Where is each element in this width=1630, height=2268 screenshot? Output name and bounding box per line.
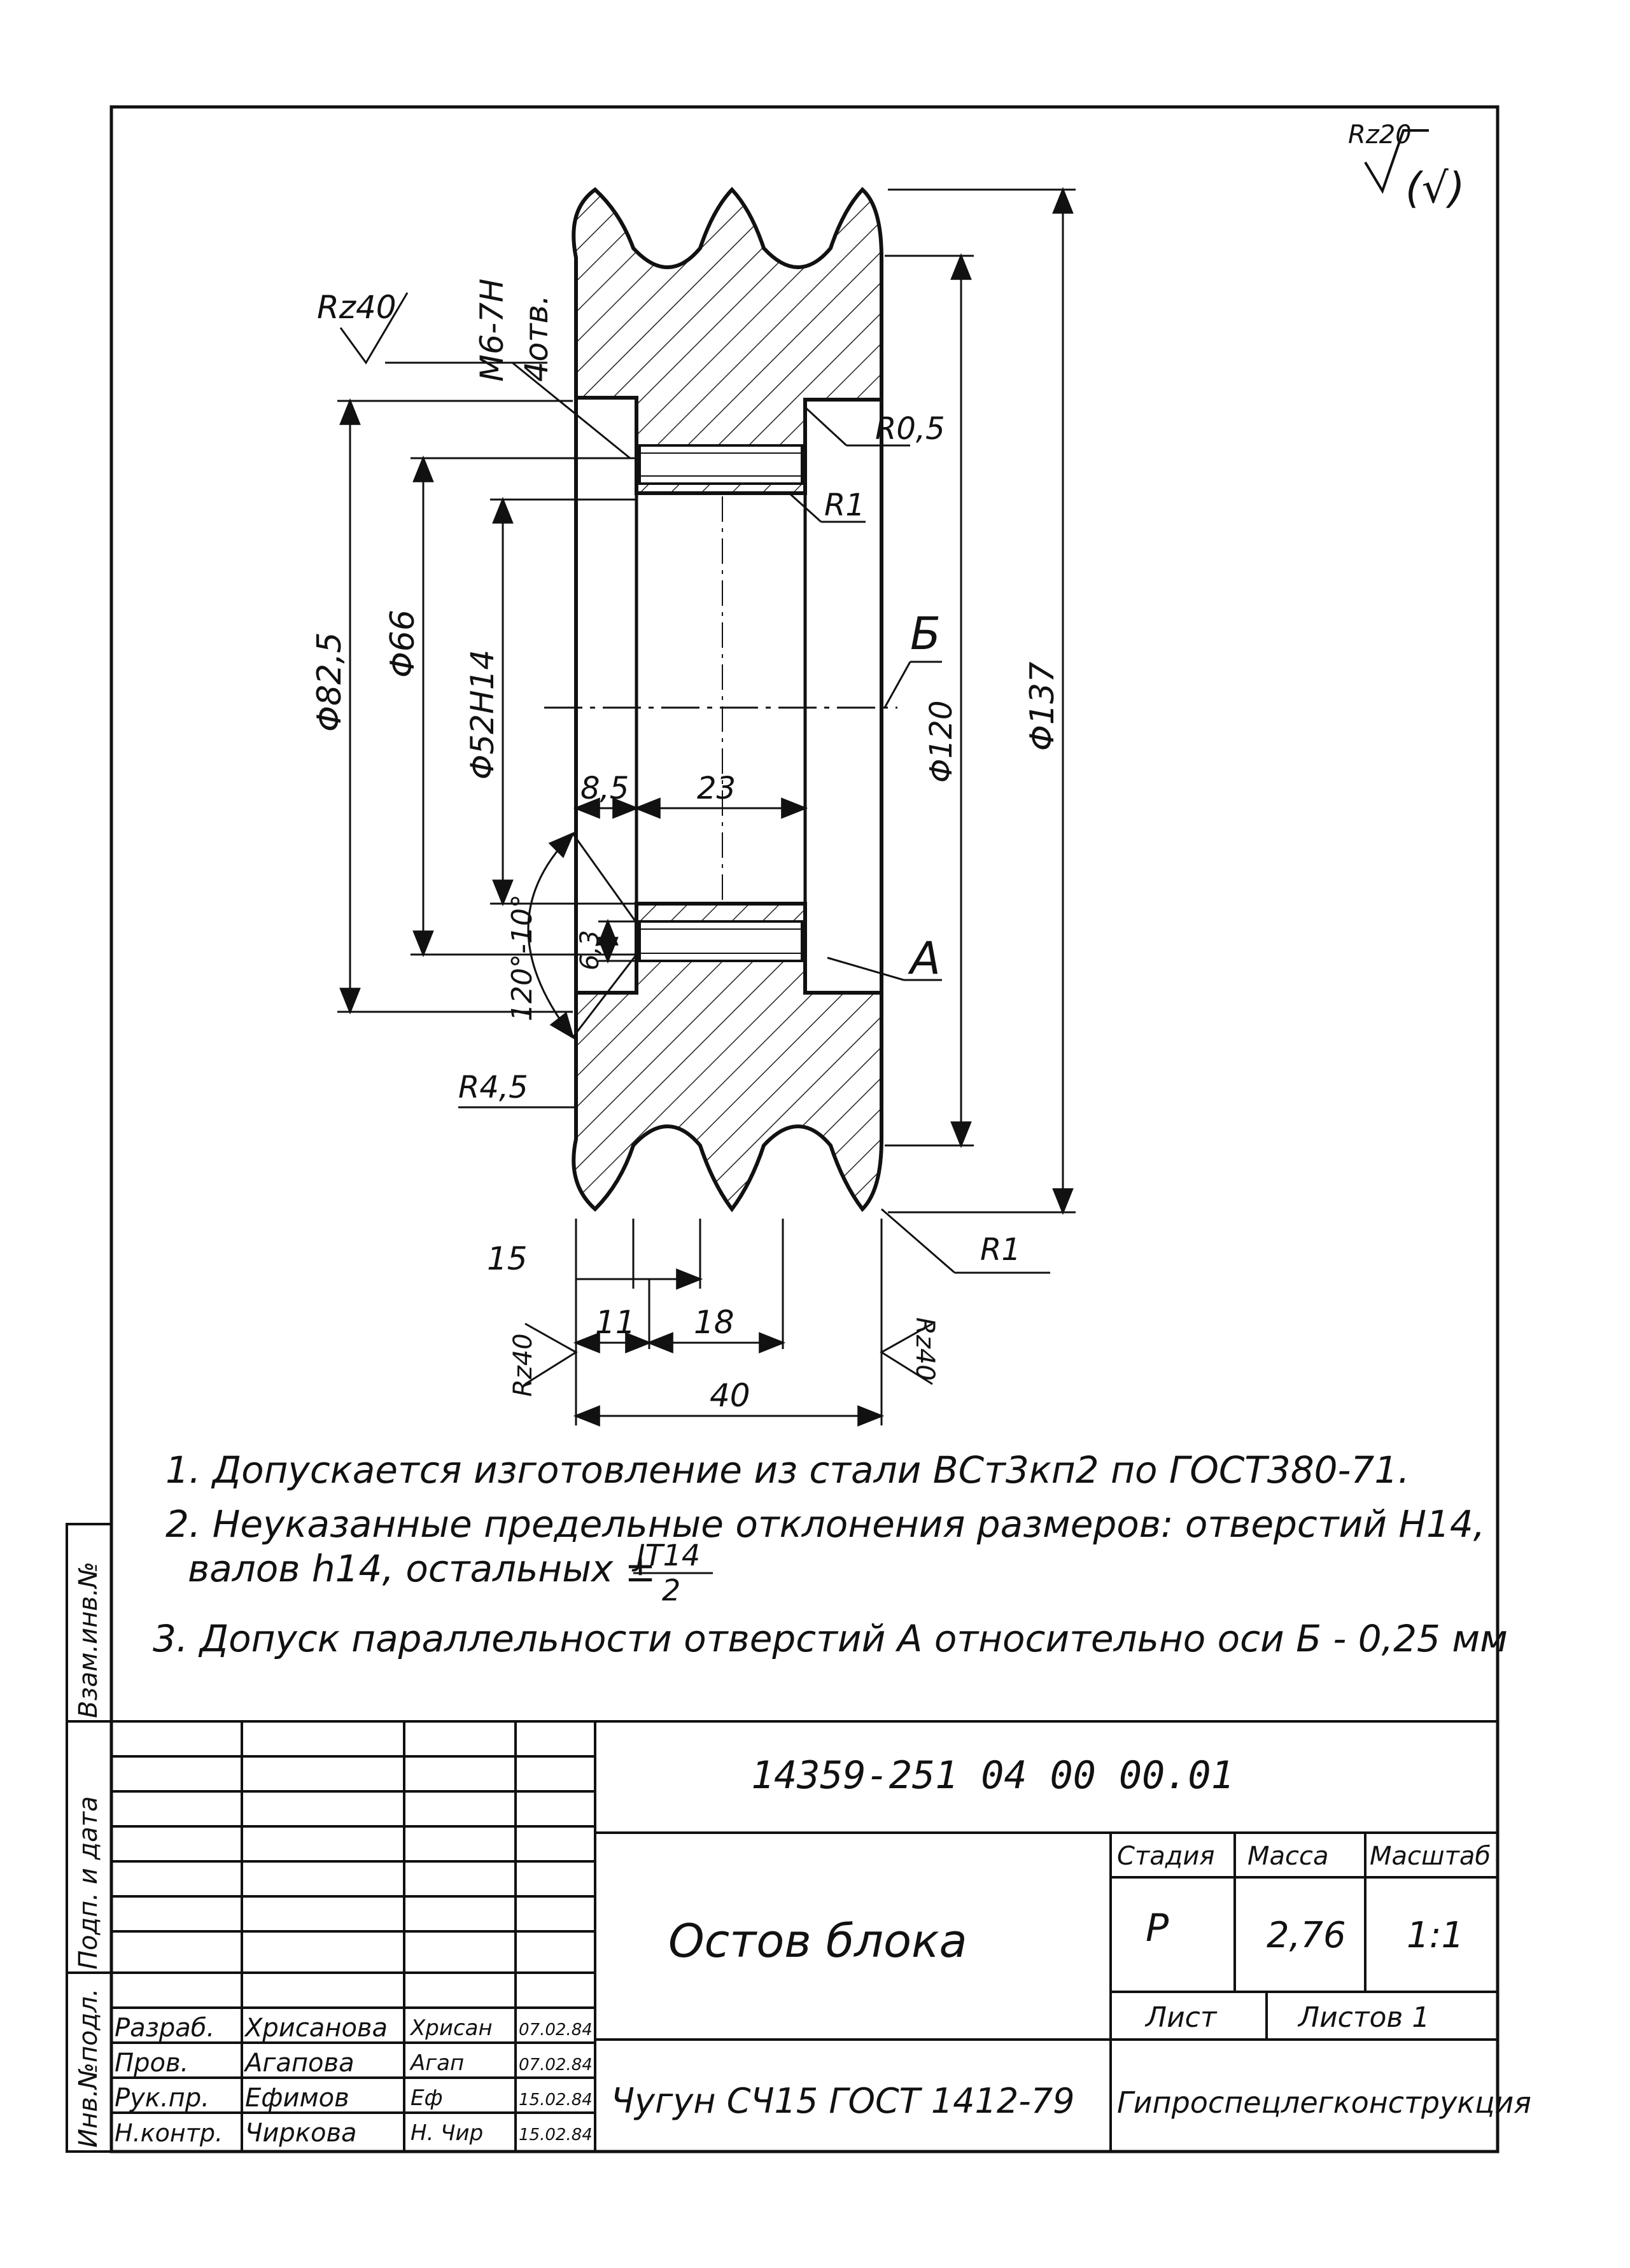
side-label-replacement: Взам.инв.№ [74,1562,103,1718]
radius-r1-bottom-label: R1 [980,1232,1021,1268]
width-85-label: 8,5 [580,771,629,806]
date-developer: 07.02.84 [519,2020,593,2040]
scale-value: 1:1 [1407,1915,1464,1956]
axis-b-label: Б [910,608,941,660]
width-11-label: 11 [595,1304,636,1341]
dimension-lines [337,186,1076,1427]
note-3: 3. Допуск параллельности отверстий А отн… [153,1617,1508,1660]
scale-header: Масштаб [1370,1842,1491,1871]
diameter-137-label: Φ137 [1023,662,1062,751]
rz40-right-label: Rz40 [910,1317,939,1381]
stage-header: Стадия [1117,1842,1214,1871]
drawing-title: Остов блока [668,1914,967,1968]
note-2-cont: валов h14, остальных ± [188,1547,656,1590]
rz40-top-label: Rz40 [317,289,397,326]
diameter-52-label: Φ52Н14 [464,650,501,780]
sign-developer: Хрисан [409,2015,493,2041]
roughness-paren: (√) [1405,164,1465,213]
note-2: 2. Неуказанные предельные отклонения раз… [165,1502,1485,1546]
role-project-lead: Рук.пр. [115,2083,209,2113]
radius-r1-top-label: R1 [824,487,865,523]
title-block [110,1720,1499,2153]
name-checker: Агапова [243,2048,355,2078]
name-developer: Хрисанова [244,2013,388,2043]
roughness-marks [339,292,933,1385]
thread-count-label: 4отв. [518,295,555,382]
sign-project-lead: Еф [411,2085,443,2111]
diameter-825-label: Φ82,5 [311,632,349,732]
sheets-label: Листов 1 [1297,2001,1430,2034]
pulley-section [544,186,897,1213]
role-developer: Разраб. [115,2013,214,2043]
note-1: 1. Допускается изготовление из стали ВСт… [165,1448,1410,1492]
angle-label: 120°-10° [506,894,538,1021]
sheet-label: Лист [1144,2001,1218,2034]
mass-header: Масса [1247,1842,1329,1871]
date-checker: 07.02.84 [519,2055,593,2075]
tolerance-fraction-bottom: 2 [662,1573,680,1607]
document-number: 14359-251 04 00 00.01 [751,1753,1234,1798]
width-23-label: 23 [697,771,736,806]
radius-r45-label: R4,5 [458,1070,528,1105]
role-norm-control: Н.контр. [115,2119,223,2147]
mass-value: 2,76 [1267,1915,1346,1956]
role-checker: Пров. [115,2048,188,2078]
diameter-120-label: Φ120 [924,701,959,783]
depth-63-label: 6,3 [575,930,605,970]
date-project-lead: 15.02.84 [519,2090,593,2110]
name-norm-control: Чиркова [245,2118,357,2148]
roughness-symbol [1364,129,1429,194]
tolerance-fraction-top: JT14 [631,1538,700,1572]
name-project-lead: Ефимов [245,2083,349,2113]
side-label-inventory: Инв.№подл. [74,1988,103,2148]
date-norm-control: 15.02.84 [519,2125,593,2145]
width-15-label: 15 [487,1240,528,1277]
sign-checker: Агап [409,2050,464,2076]
width-40-label: 40 [710,1377,750,1414]
material-spec: Чугун СЧ15 ГОСТ 1412-79 [611,2081,1074,2121]
sign-norm-control: Н. Чир [411,2120,483,2146]
hole-a-label: А [908,932,941,984]
diameter-66-label: Φ66 [384,610,422,678]
stage-value: Р [1146,1906,1169,1950]
organization-name: Гипроспецлегконструкция [1117,2085,1531,2120]
side-label-signature: Подп. и дата [74,1796,103,1970]
width-18-label: 18 [694,1304,734,1341]
rz40-left-label: Rz40 [509,1333,538,1397]
roughness-value: Rz20 [1348,120,1412,150]
thread-size-label: M6-7H [474,279,510,382]
radius-r05-label: R0,5 [875,411,945,447]
